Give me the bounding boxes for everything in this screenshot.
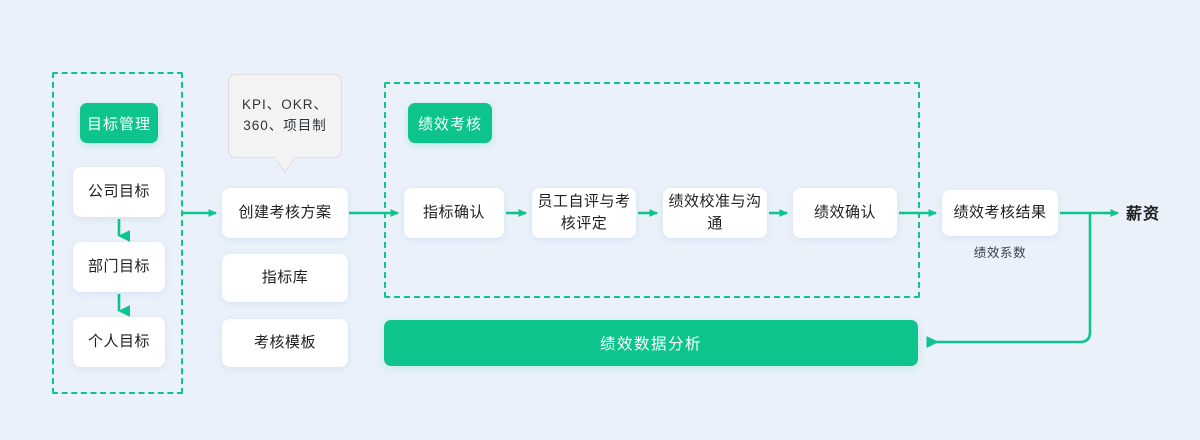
card-company-goal[interactable]: 公司目标 xyxy=(73,167,165,217)
card-self-evaluation[interactable]: 员工自评与考核评定 xyxy=(532,188,636,238)
card-confirm-index[interactable]: 指标确认 xyxy=(404,188,504,238)
card-create-appraisal-plan[interactable]: 创建考核方案 xyxy=(222,188,348,238)
label-salary: 薪资 xyxy=(1126,206,1161,223)
group-title-performance-appraisal: 绩效考核 xyxy=(408,103,492,143)
caption-performance-coefficient: 绩效系数 xyxy=(973,246,1027,260)
tooltip-appraisal-methods-text: KPI、OKR、360、项目制 xyxy=(241,97,328,133)
tooltip-tail-fill xyxy=(274,156,296,171)
bar-performance-data-analysis[interactable]: 绩效数据分析 xyxy=(384,320,918,366)
group-goal-management xyxy=(52,72,183,394)
card-appraisal-result[interactable]: 绩效考核结果 xyxy=(942,190,1058,236)
tooltip-appraisal-methods: KPI、OKR、360、项目制 xyxy=(228,74,342,158)
group-title-goal-management: 目标管理 xyxy=(80,103,158,143)
card-department-goal[interactable]: 部门目标 xyxy=(73,242,165,292)
card-calibration[interactable]: 绩效校准与沟通 xyxy=(663,188,767,238)
card-performance-confirm[interactable]: 绩效确认 xyxy=(793,188,897,238)
card-indicator-library[interactable]: 指标库 xyxy=(222,254,348,302)
group-performance-appraisal xyxy=(384,82,920,298)
card-personal-goal[interactable]: 个人目标 xyxy=(73,317,165,367)
card-appraisal-template[interactable]: 考核模板 xyxy=(222,319,348,367)
